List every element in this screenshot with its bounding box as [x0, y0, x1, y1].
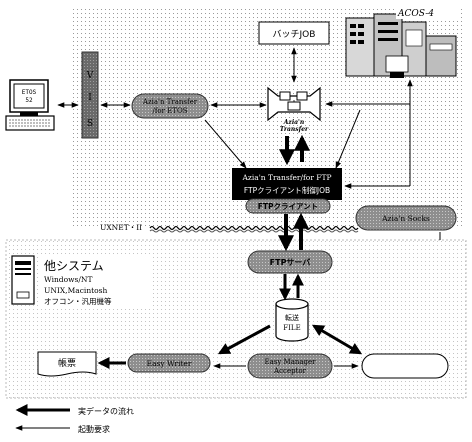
ftp-client-node: FTPクライアント [245, 198, 331, 214]
azia-etos-line1: Azia'n Transfer [142, 98, 198, 106]
hub-label-line2: Transfer [280, 126, 309, 133]
file-label-line1: 転送 [285, 313, 299, 322]
network-label: UXNET・II [100, 223, 142, 232]
legend: 実データの流れ 起動要求 [15, 404, 134, 434]
terminal-icon: ETOS 52 [5, 79, 55, 131]
ftp-box-line1: Azia'n Transfer/for FTP [241, 173, 331, 182]
easy-manager-line2: Acceptor [273, 367, 307, 375]
legend-data-flow-label: 実データの流れ [78, 406, 134, 416]
vis-label-i: I [88, 93, 92, 103]
other-system-label: 他システム Windows/NT UNIX,Macintosh オフコン・汎用機… [40, 256, 150, 308]
arrow-file-writer [217, 324, 271, 355]
easy-manager-node: Easy Manager Acceptor [247, 353, 333, 379]
arrow-acos-ftpbox [335, 109, 361, 169]
easy-writer-node: Easy Writer [127, 353, 211, 373]
user-ap-node [361, 353, 449, 379]
other-system-line2: UNIX,Macintosh [44, 286, 108, 295]
transfer-file-icon: 転送 FILE [275, 298, 309, 342]
easy-writer-label: Easy Writer [147, 359, 192, 368]
ftp-box-line2: FTPクライアント制御JOB [244, 185, 330, 195]
file-label-line2: FILE [283, 324, 300, 332]
network-wave-2 [149, 229, 359, 233]
report-label: 帳票 [58, 357, 76, 369]
ftp-server-label: FTPサーバ [270, 258, 311, 267]
other-system-line1: Windows/NT [44, 275, 92, 284]
arrow-file-userap [311, 324, 363, 355]
vis-label-v: V [86, 71, 94, 81]
other-system-title: 他システム [44, 259, 104, 273]
terminal-screen-line1: ETOS [22, 89, 37, 96]
acos-label: ACOS-4 [397, 9, 434, 19]
batch-job-label: バッチJOB [273, 29, 316, 40]
legend-start-request-label: 起動要求 [78, 424, 110, 434]
acos-mainframe-icon: ACOS-4 [345, 6, 458, 78]
arrow-etos-ftpbox [204, 119, 247, 169]
vis-bar: V I S [81, 51, 99, 139]
server-tower-icon [11, 255, 35, 305]
azia-transfer-hub: Azia'n Transfer [267, 86, 321, 133]
terminal-screen-line2: 52 [25, 97, 33, 104]
azia-transfer-etos-node: Azia'n Transfer /for ETOS [131, 93, 209, 119]
vis-label-s: S [87, 119, 93, 129]
network-wave [149, 225, 359, 231]
ftp-client-control-box: Azia'n Transfer/for FTP FTPクライアント制御JOB [232, 168, 342, 200]
easy-manager-line1: Easy Manager [264, 358, 316, 366]
ftp-client-label: FTPクライアント [258, 201, 318, 211]
azia-socks-node: Azia'n Socks [355, 205, 457, 231]
batch-job-node: バッチJOB [258, 21, 330, 45]
hub-label-line1: Azia'n [283, 119, 304, 126]
azia-socks-label: Azia'n Socks [381, 214, 430, 223]
azia-etos-line2: /for ETOS [152, 107, 187, 115]
report-node: 帳票 [37, 351, 97, 377]
other-system-line3: オフコン・汎用機等 [44, 296, 112, 306]
ftp-server-node: FTPサーバ [247, 250, 333, 274]
